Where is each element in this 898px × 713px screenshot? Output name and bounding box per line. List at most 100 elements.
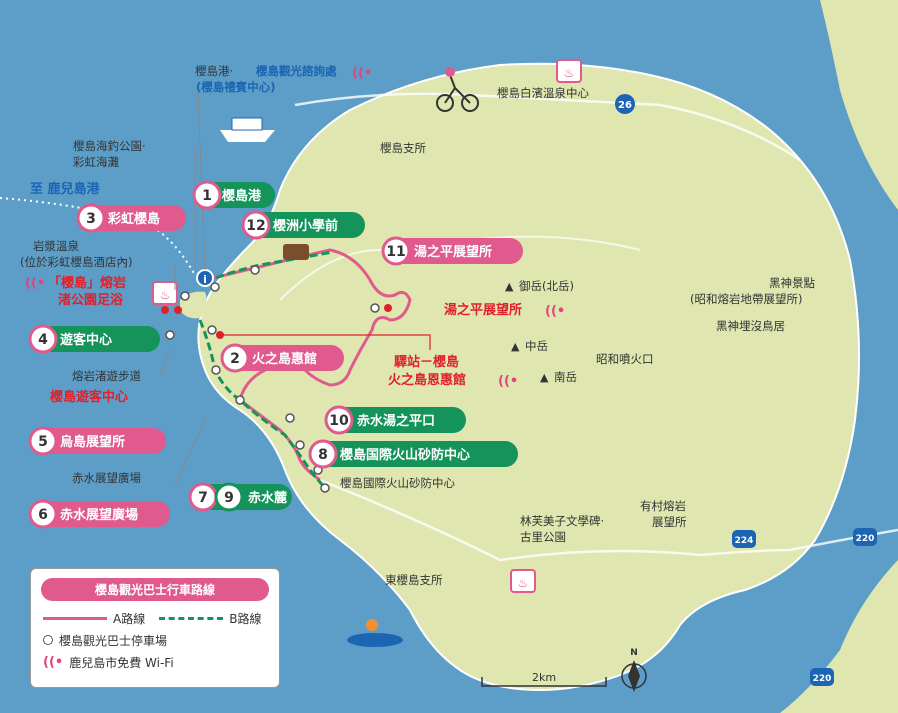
label-akamizu-plaza: 赤水展望廣場 xyxy=(72,471,141,485)
wifi-icon-footbath: ((• xyxy=(25,276,45,291)
stop-8-num: 8 xyxy=(318,447,328,463)
leader-lines-grey xyxy=(159,91,206,486)
info-marker-icon: i xyxy=(196,269,214,287)
stop-4-num: 4 xyxy=(38,332,48,348)
stop-1-num: 1 xyxy=(202,188,212,204)
label-lava-walk: 熔岩渚遊步道 xyxy=(72,369,141,383)
road-26-badge: 26 xyxy=(615,94,635,114)
legend-routes: A路線 B路線 xyxy=(31,607,279,629)
route-a-swatch xyxy=(43,616,107,620)
route-b-line xyxy=(198,250,334,489)
label-port-a: 櫻島港· xyxy=(195,64,233,78)
legend-stop: 櫻島觀光巴士停車場 xyxy=(31,629,279,651)
wifi-icon-station: ((• xyxy=(498,374,518,389)
label-lava-onsen-2: (位於彩虹櫻島酒店內) xyxy=(20,255,132,269)
svg-text:♨: ♨ xyxy=(564,66,575,80)
label-arimura-2: 展望所 xyxy=(652,515,687,529)
label-sabo-center: 櫻島國際火山砂防中心 xyxy=(340,476,455,490)
ferry-boat-icon xyxy=(220,117,275,142)
label-hayashi-2: 古里公園 xyxy=(520,530,566,544)
bus-icon xyxy=(283,244,309,260)
route-b-swatch xyxy=(159,616,224,620)
red-markers xyxy=(161,304,392,339)
label-kurokami-torii: 黑神埋沒鳥居 xyxy=(716,319,785,333)
label-kitadake: 御岳(北岳) xyxy=(519,279,574,293)
onsen-icon-north: ♨ xyxy=(556,59,582,83)
label-fishing-1: 櫻島海釣公園· xyxy=(73,139,146,153)
svg-text:i: i xyxy=(203,273,207,286)
stop-11-label: 湯之平展望所 xyxy=(414,244,492,260)
wifi-label: 鹿兒島市免費 Wi-Fi xyxy=(69,655,174,670)
stop-10-label: 赤水湯之平口 xyxy=(357,413,435,429)
onsen-icon-port: ♨ xyxy=(152,281,178,305)
stop-7-num: 7 xyxy=(198,490,208,506)
route-b-label: B路線 xyxy=(229,611,262,626)
stop-7-9-badge[interactable]: 7 9 赤水麓 xyxy=(188,482,292,512)
label-arimura-1: 有村熔岩 xyxy=(640,499,686,513)
minamidake-triangle: ▲ xyxy=(540,371,549,384)
label-onsen-center: 櫻島白濱溫泉中心 xyxy=(497,86,589,100)
label-port-line2: (櫻島禮賓中心) xyxy=(196,80,276,94)
legend-title: 櫻島觀光巴士行車路線 xyxy=(41,578,269,601)
stop-5-label: 烏島展望所 xyxy=(60,434,125,450)
stop-10-badge[interactable]: 10 赤水湯之平口 xyxy=(324,405,466,435)
stop-12-num: 12 xyxy=(246,218,265,234)
stop-10-num: 10 xyxy=(329,413,349,429)
stop-2-badge[interactable]: 2 火之島惠館 xyxy=(220,343,344,373)
label-nakadake: 中岳 xyxy=(525,339,548,353)
road-south xyxy=(319,478,791,562)
stop-8-badge[interactable]: 8 櫻島国際火山砂防中心 xyxy=(308,439,518,469)
road-east xyxy=(789,528,898,552)
route-a-label: A路線 xyxy=(113,611,146,626)
nakadake-triangle: ▲ xyxy=(511,340,520,353)
onsen-icon-south: ♨ xyxy=(510,569,536,593)
scale-bar: 2km xyxy=(481,671,607,687)
stop-12-label: 櫻洲小學前 xyxy=(272,218,338,234)
stop-1-label: 櫻島港 xyxy=(221,188,262,204)
bus-stop-icon xyxy=(43,635,53,645)
wifi-icon-port: ((• xyxy=(352,66,372,81)
label-fishing-2: 彩虹海灘 xyxy=(73,155,119,169)
stop-12-badge[interactable]: 12 櫻洲小學前 xyxy=(241,210,365,240)
label-yunohira-red: 湯之平展望所 xyxy=(444,302,522,318)
label-port-b: 櫻島觀光諮詢處 xyxy=(255,64,337,78)
svg-text:♨: ♨ xyxy=(518,576,529,590)
north-arrow-icon: N xyxy=(621,648,647,692)
road-224-text: 224 xyxy=(735,536,754,546)
road-north xyxy=(294,92,801,162)
road-26-text: 26 xyxy=(618,100,632,111)
road-220b-badge: 220 xyxy=(810,668,834,686)
label-lava-onsen-1: 岩漿溫泉 xyxy=(33,239,79,253)
stop-9-num: 9 xyxy=(224,490,234,506)
road-220a-badge: 220 xyxy=(853,528,877,546)
label-footbath-2: 渚公園足浴 xyxy=(58,292,124,308)
route-a-line xyxy=(204,248,412,482)
label-branch-office: 櫻島支所 xyxy=(380,141,426,155)
stop-5-badge[interactable]: 5 烏島展望所 xyxy=(28,426,166,456)
ferry-route xyxy=(0,197,196,276)
mainland-southeast xyxy=(780,560,898,713)
label-hayashi-1: 林芙美子文學碑· xyxy=(520,514,604,528)
stop-1-badge[interactable]: 1 櫻島港 xyxy=(192,180,275,210)
stop-3-label: 彩虹櫻島 xyxy=(107,211,160,227)
wifi-icon: ((• xyxy=(43,654,64,670)
road-224-badge: 224 xyxy=(732,530,756,548)
label-kurokami-1: 黑神景點 xyxy=(769,276,815,290)
cyclist-icon xyxy=(436,67,479,112)
road-220b-text: 220 xyxy=(813,674,832,684)
stop-2-label: 火之島惠館 xyxy=(252,351,317,367)
label-east-branch: 東櫻島支所 xyxy=(385,573,443,587)
stop-11-badge[interactable]: 11 湯之平展望所 xyxy=(381,236,523,266)
map-legend: 櫻島觀光巴士行車路線 A路線 B路線 櫻島觀光巴士停車場 ((• 鹿兒島市免費 … xyxy=(30,568,280,688)
wifi-icon-yunohira: ((• xyxy=(545,304,565,319)
scale-label: 2km xyxy=(532,671,556,684)
stop-8-label: 櫻島国際火山砂防中心 xyxy=(339,447,470,463)
stop-2-num: 2 xyxy=(230,351,240,367)
bus-stop-label: 櫻島觀光巴士停車場 xyxy=(59,633,168,648)
label-footbath-1: 「櫻島」熔岩 xyxy=(48,275,126,291)
stop-4-badge[interactable]: 4 遊客中心 xyxy=(28,324,160,354)
kitadake-triangle: ▲ xyxy=(505,280,514,293)
stop-3-badge[interactable]: 3 彩虹櫻島 xyxy=(76,203,186,233)
stop-6-badge[interactable]: 6 赤水展望廣場 xyxy=(28,499,170,529)
